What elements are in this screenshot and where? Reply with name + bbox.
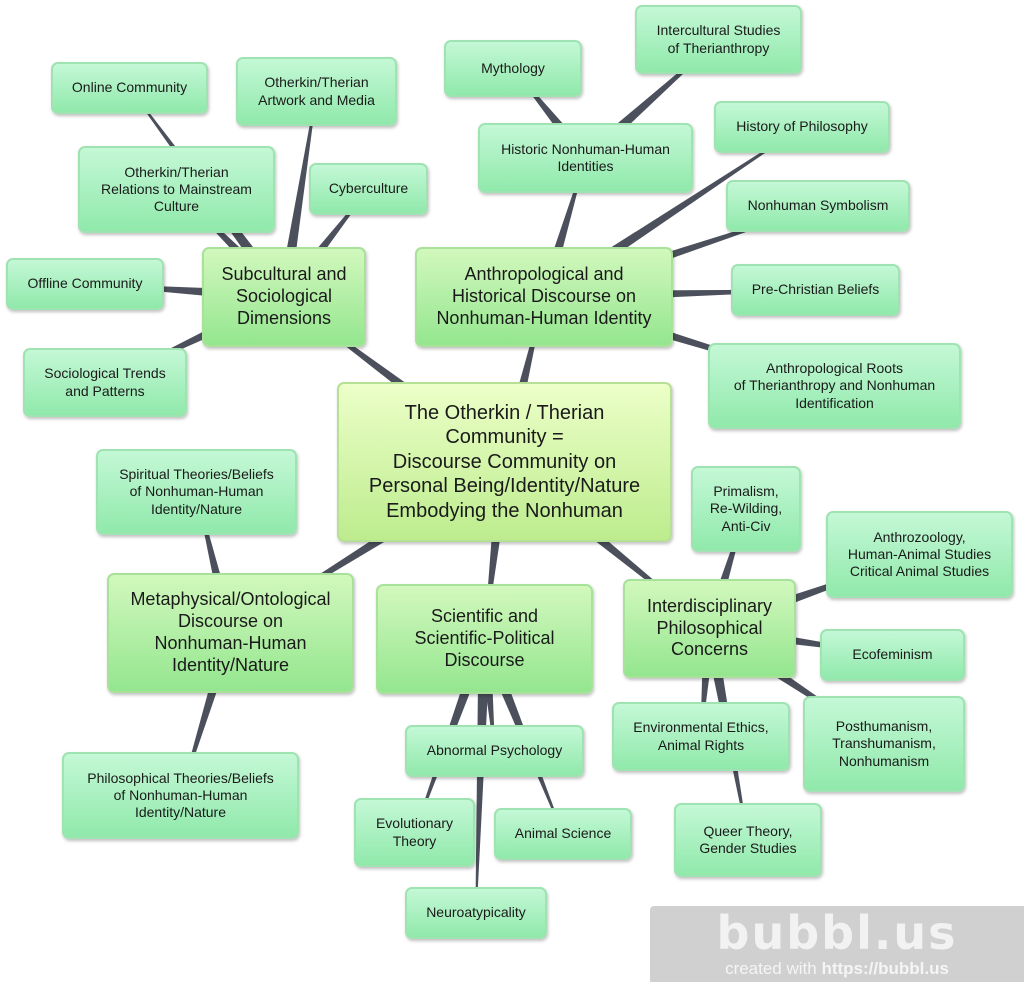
node-animalsci[interactable]: Animal Science — [494, 808, 632, 860]
bubblus-logo: bubbl.us — [716, 906, 958, 960]
node-histphil[interactable]: History of Philosophy — [714, 101, 890, 153]
node-subcultural[interactable]: Subcultural and Sociological Dimensions — [202, 247, 366, 347]
node-evolutionary[interactable]: Evolutionary Theory — [354, 798, 475, 867]
node-center[interactable]: The Otherkin / Therian Community = Disco… — [337, 382, 672, 542]
node-online[interactable]: Online Community — [51, 62, 208, 114]
node-interdisc[interactable]: Interdisciplinary Philosophical Concerns — [623, 579, 796, 678]
node-ecofeminism[interactable]: Ecofeminism — [820, 629, 965, 681]
node-relations[interactable]: Otherkin/Therian Relations to Mainstream… — [78, 146, 275, 233]
node-philosophical[interactable]: Philosophical Theories/Beliefs of Nonhum… — [62, 752, 299, 839]
watermark-prefix: created with — [725, 959, 822, 978]
node-anthrozoology[interactable]: Anthrozoology, Human-Animal Studies Crit… — [826, 511, 1013, 598]
node-spiritual[interactable]: Spiritual Theories/Beliefs of Nonhuman-H… — [96, 449, 297, 535]
node-meta[interactable]: Metaphysical/Ontological Discourse on No… — [107, 573, 354, 693]
watermark-link[interactable]: https://bubbl.us — [821, 959, 949, 978]
node-prechristian[interactable]: Pre-Christian Beliefs — [731, 264, 900, 316]
node-symbolism[interactable]: Nonhuman Symbolism — [726, 180, 910, 232]
node-roots[interactable]: Anthropological Roots of Therianthropy a… — [708, 343, 961, 429]
node-envethics[interactable]: Environmental Ethics, Animal Rights — [612, 702, 790, 771]
watermark-caption: created with https://bubbl.us — [650, 958, 1024, 980]
node-intercultural[interactable]: Intercultural Studies of Therianthropy — [635, 5, 802, 74]
node-offline[interactable]: Offline Community — [6, 258, 164, 310]
node-neuro[interactable]: Neuroatypicality — [405, 887, 547, 939]
node-scientific[interactable]: Scientific and Scientific-Political Disc… — [376, 584, 593, 694]
node-historic[interactable]: Historic Nonhuman-Human Identities — [478, 123, 693, 193]
bubblus-watermark[interactable]: bubbl.us created with https://bubbl.us — [650, 906, 1024, 982]
node-mythology[interactable]: Mythology — [444, 40, 582, 97]
node-cyber[interactable]: Cyberculture — [309, 163, 428, 215]
connector-subcultural-artwork — [278, 91, 318, 298]
node-posthumanism[interactable]: Posthumanism, Transhumanism, Nonhumanism — [803, 696, 965, 792]
node-artwork[interactable]: Otherkin/Therian Artwork and Media — [236, 57, 397, 126]
node-abnormal[interactable]: Abnormal Psychology — [405, 725, 584, 777]
node-anthro[interactable]: Anthropological and Historical Discourse… — [415, 247, 673, 347]
node-queer[interactable]: Queer Theory, Gender Studies — [674, 803, 822, 877]
node-trends[interactable]: Sociological Trends and Patterns — [23, 348, 187, 417]
node-primalism[interactable]: Primalism, Re-Wilding, Anti-Civ — [691, 466, 801, 552]
